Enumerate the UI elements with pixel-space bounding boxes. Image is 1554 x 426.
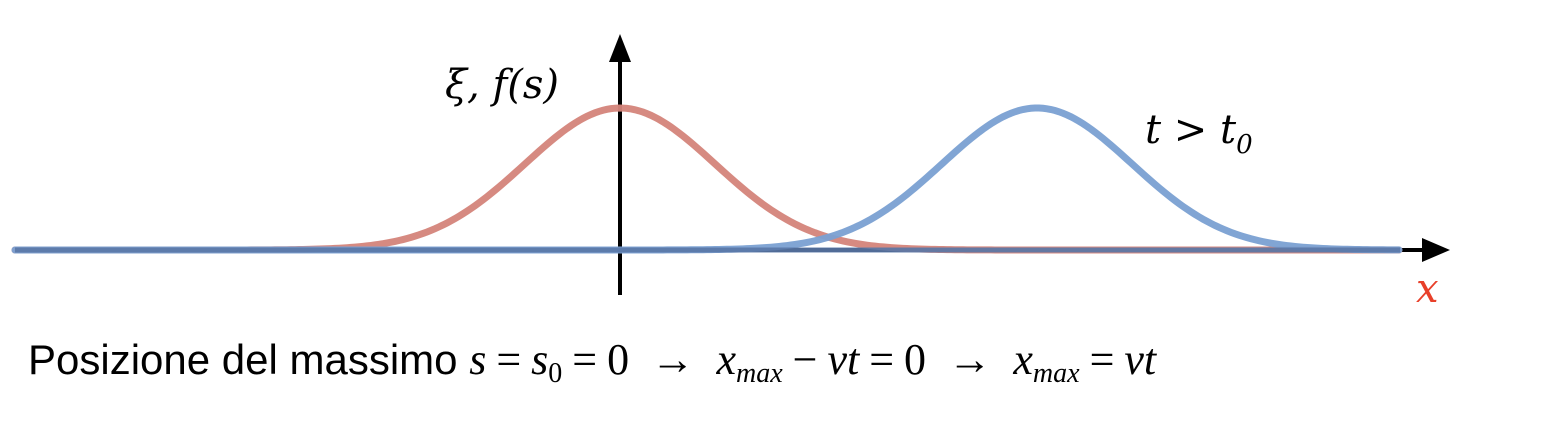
x-axis-arrowhead [1422,238,1450,262]
wave-pulse-diagram: ξ, f(s) t > t0 x [11,34,1450,312]
caption-arrow-1: → [650,335,695,384]
caption-equation-2: xmax−vt=0 [716,335,927,389]
position-of-maximum-caption: Posizione del massimo s=s0=0 → xmax−vt=0… [28,335,1157,389]
caption-text: Posizione del massimo [28,336,458,383]
caption-equation-1: s=s0=0 [469,335,630,389]
y-axis-arrowhead [609,34,631,62]
x-axis-label: x [1416,266,1439,312]
curve-time-label: t > t0 [1145,107,1253,160]
y-axis-label: ξ, f(s) [445,62,559,108]
caption-arrow-2: → [947,335,992,384]
caption-equation-3: xmax=vt [1013,335,1157,389]
